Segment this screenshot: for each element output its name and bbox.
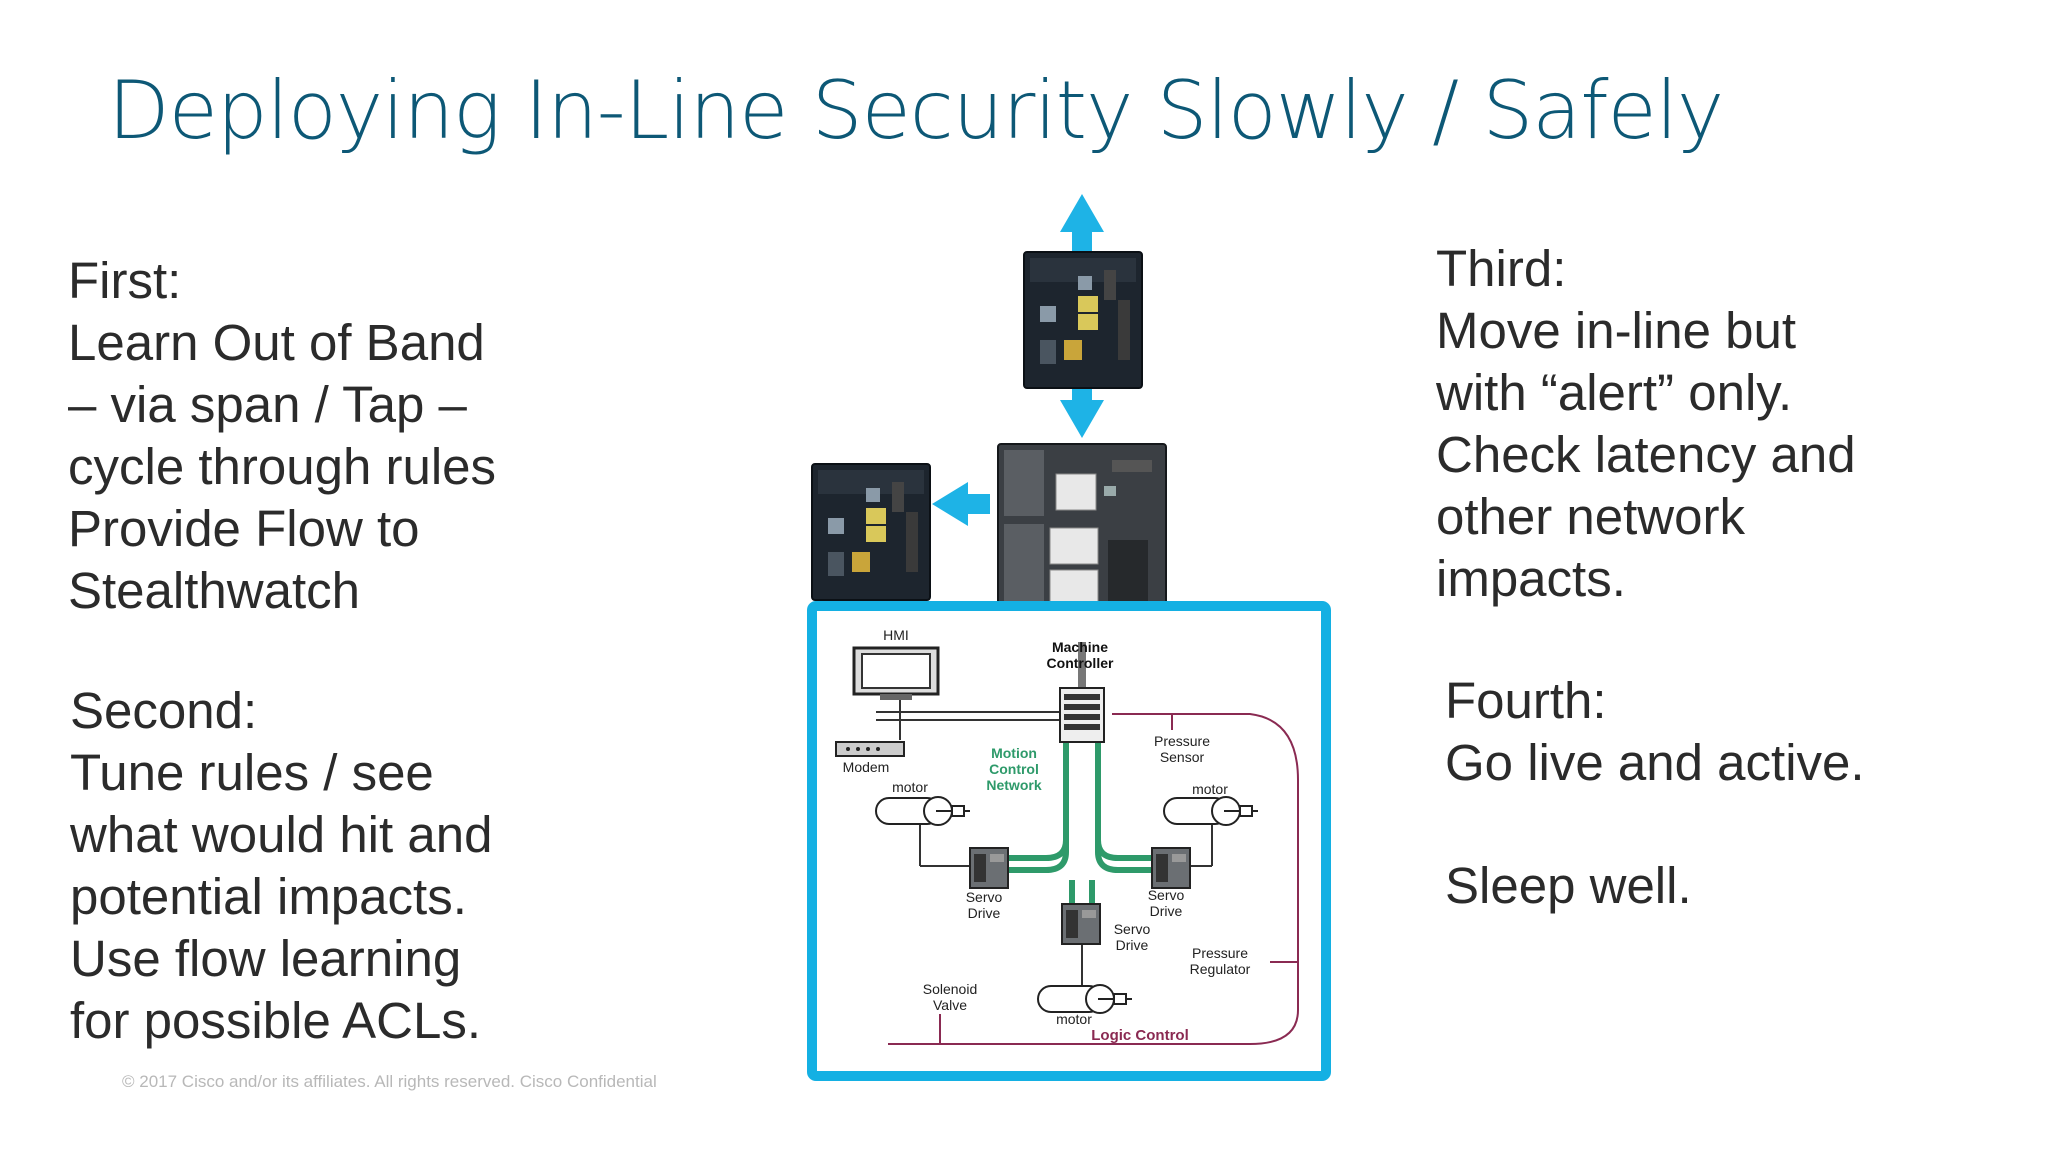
fourth-heading: Fourth: xyxy=(1445,672,1607,729)
third-line: with “alert” only. xyxy=(1436,364,1793,421)
second-line: what would hit and xyxy=(70,806,493,863)
first-step-text: First: Learn Out of Band – via span / Ta… xyxy=(68,250,496,622)
servo-drive-label: Drive xyxy=(968,905,1001,921)
motor-icon xyxy=(875,796,970,826)
first-line: Learn Out of Band xyxy=(68,314,485,371)
pressure-sensor-label: Pressure xyxy=(1154,733,1210,749)
third-heading: Third: xyxy=(1436,240,1567,297)
machine-controller-label: Controller xyxy=(1047,655,1114,671)
motion-network-label: Control xyxy=(989,761,1039,777)
fourth-line: Go live and active. xyxy=(1445,734,1865,791)
copyright-footer: © 2017 Cisco and/or its affiliates. All … xyxy=(122,1072,657,1091)
third-line: other network xyxy=(1436,488,1745,545)
servo-drive-label: Servo xyxy=(966,889,1003,905)
side-security-appliance-icon xyxy=(811,463,931,601)
machine-controller-icon xyxy=(1059,687,1105,743)
industrial-switch-icon xyxy=(997,443,1167,621)
machine-controller-label: Machine xyxy=(1052,639,1108,655)
second-line: Use flow learning xyxy=(70,930,462,987)
servo-drive-label: Servo xyxy=(1148,887,1185,903)
motor-icon xyxy=(1163,796,1258,826)
left-arrow-icon xyxy=(932,482,990,526)
hmi-monitor-icon xyxy=(852,646,940,700)
logic-control-label: Logic Control xyxy=(1091,1027,1189,1044)
first-line: Provide Flow to xyxy=(68,500,420,557)
pressure-regulator-label: Pressure xyxy=(1192,945,1248,961)
solenoid-valve-label: Solenoid xyxy=(923,981,978,997)
third-step-text: Third: Move in-line but with “alert” onl… xyxy=(1436,238,1856,610)
motor-label: motor xyxy=(1056,1011,1092,1027)
second-line: potential impacts. xyxy=(70,868,467,925)
second-line: for possible ACLs. xyxy=(70,992,482,1049)
logic-control-line xyxy=(888,713,1299,1045)
first-line: cycle through rules xyxy=(68,438,497,495)
second-line: Tune rules / see xyxy=(70,744,434,801)
second-heading: Second: xyxy=(70,682,258,739)
servo-drive-label: Drive xyxy=(1116,937,1149,953)
third-line: impacts. xyxy=(1436,550,1626,607)
first-line: – via span / Tap – xyxy=(68,376,467,433)
servo-drive-icon xyxy=(1061,903,1101,945)
motor-label: motor xyxy=(1192,781,1228,797)
servo-drive-icon xyxy=(969,847,1009,889)
motion-network-label: Network xyxy=(986,777,1041,793)
pressure-sensor-label: Sensor xyxy=(1160,749,1205,765)
first-line: Stealthwatch xyxy=(68,562,361,619)
pressure-regulator-label: Regulator xyxy=(1190,961,1251,977)
servo-drive-label: Servo xyxy=(1114,921,1151,937)
top-security-appliance-icon xyxy=(1023,251,1143,389)
servo-drive-icon xyxy=(1151,847,1191,889)
motor-icon xyxy=(1037,984,1132,1014)
slide-title: Deploying In-Line Security Slowly / Safe… xyxy=(108,64,1724,157)
motion-network-label: Motion xyxy=(991,745,1037,761)
motion-control-network-lines xyxy=(1002,740,1156,906)
fourth-step-text: Fourth: Go live and active. xyxy=(1445,670,1865,794)
third-line: Check latency and xyxy=(1436,426,1856,483)
servo-drive-label: Drive xyxy=(1150,903,1183,919)
third-line: Move in-line but xyxy=(1436,302,1797,359)
bidirectional-arrow-icon xyxy=(1060,194,1104,438)
second-step-text: Second: Tune rules / see what would hit … xyxy=(70,680,492,1052)
first-heading: First: xyxy=(68,252,182,309)
solenoid-valve-label: Valve xyxy=(933,997,967,1013)
hmi-label: HMI xyxy=(883,627,909,643)
modem-icon xyxy=(835,741,905,757)
modem-label: Modem xyxy=(843,759,890,775)
closing-text: Sleep well. xyxy=(1445,857,1692,914)
motor-label: motor xyxy=(892,779,928,795)
